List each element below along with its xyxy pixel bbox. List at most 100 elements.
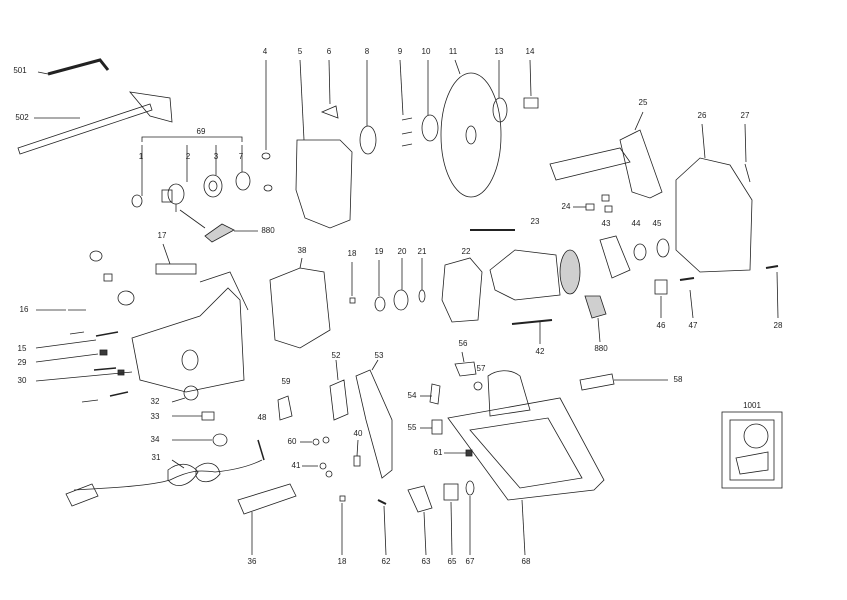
screws-4 [261, 60, 273, 192]
part-label-69: 69 [196, 127, 206, 136]
part-label-44: 44 [631, 219, 641, 228]
part-label-16: 16 [19, 305, 29, 314]
part-label-43: 43 [601, 219, 611, 228]
screw-62 [377, 499, 387, 505]
part-label-58: 58 [673, 375, 683, 384]
washer-10 [421, 114, 439, 142]
screw-47 [679, 277, 695, 281]
part-label-48: 48 [257, 413, 267, 422]
part-label-26: 26 [697, 111, 707, 120]
part-label-60: 60 [287, 437, 297, 446]
part-label-46: 46 [656, 321, 666, 330]
wire-48 [257, 439, 265, 461]
knob-63 [407, 485, 433, 513]
part-label-55: 55 [407, 423, 417, 432]
part-59 [277, 395, 293, 421]
part-label-63: 63 [421, 557, 431, 566]
part-label-52: 52 [331, 351, 341, 360]
flange-13 [492, 97, 508, 123]
small-parts-18-21 [349, 258, 426, 312]
part-label-41: 41 [291, 461, 301, 470]
part-label-27: 27 [740, 111, 750, 120]
motor-housing-26 [675, 157, 753, 273]
part-label-11: 11 [448, 47, 458, 56]
group-bracket-69 [141, 136, 243, 142]
grease-tube-880b [584, 295, 607, 319]
pin-27 [744, 163, 751, 183]
bearing-44 [633, 243, 647, 261]
power-cable-31 [65, 459, 263, 507]
part-40 [353, 455, 361, 467]
screws-60-41 [300, 436, 333, 478]
part-label-25: 25 [638, 98, 648, 107]
grease-tube-880a [204, 223, 235, 243]
part-label-53: 53 [374, 351, 384, 360]
part-label-65: 65 [447, 557, 457, 566]
parallel-guide-502 [17, 91, 173, 155]
blade-bolt-14 [523, 97, 539, 109]
part-label-14: 14 [525, 47, 535, 56]
aux-handle-25 [549, 111, 663, 199]
screws-9 [399, 59, 413, 147]
part-label-33: 33 [150, 412, 160, 421]
part-label-36: 36 [247, 557, 257, 566]
part-label-6: 6 [326, 47, 332, 56]
sleeve-65 [443, 483, 459, 501]
part-label-45: 45 [652, 219, 662, 228]
part-label-47: 47 [688, 321, 698, 330]
part-label-1: 1 [138, 152, 144, 161]
part-label-30: 30 [17, 376, 27, 385]
screws-24 [573, 194, 613, 213]
washer-67 [465, 480, 475, 496]
part-label-24: 24 [561, 202, 571, 211]
handle-half-53 [355, 369, 393, 479]
part-label-501: 501 [13, 66, 27, 75]
switch-52 [329, 379, 349, 421]
handle-grip-36 [237, 483, 297, 515]
saw-blade-11 [440, 72, 502, 198]
spindle-parts [131, 145, 251, 212]
part-label-67: 67 [465, 557, 475, 566]
part-label-880a: 880 [261, 226, 275, 235]
parts-32-34 [171, 385, 228, 447]
part-label-3: 3 [213, 152, 219, 161]
part-label-57: 57 [476, 364, 486, 373]
part-label-9: 9 [397, 47, 403, 56]
part-label-7: 7 [238, 152, 244, 161]
motor-housing-30 [131, 287, 245, 393]
part-label-20: 20 [397, 247, 407, 256]
part-label-23: 23 [530, 217, 540, 226]
part-label-1001: 1001 [743, 401, 761, 410]
part-label-502: 502 [15, 113, 29, 122]
stator-38 [269, 267, 331, 349]
label-plate-17 [155, 263, 197, 275]
rod-58 [579, 373, 615, 391]
part-label-8: 8 [364, 47, 370, 56]
armature-23 [470, 229, 581, 301]
part-label-34: 34 [150, 435, 160, 444]
part-label-15: 15 [17, 344, 27, 353]
part-label-10: 10 [421, 47, 431, 56]
part-label-54: 54 [407, 391, 417, 400]
part-label-28: 28 [773, 321, 783, 330]
screw-61 [465, 449, 473, 457]
inset-frame-1001 [721, 411, 783, 489]
part-label-18b: 18 [337, 557, 347, 566]
part-label-38: 38 [297, 246, 307, 255]
screw-28 [765, 265, 779, 269]
brush-parts-left [35, 250, 135, 403]
upper-guard-5 [295, 139, 353, 229]
sleeve-46 [654, 279, 668, 295]
part-18b [339, 495, 346, 502]
lock-lever-43 [599, 235, 631, 279]
spring-6 [320, 105, 339, 119]
part-label-2: 2 [185, 152, 191, 161]
part-label-56: 56 [458, 339, 468, 348]
part-label-5: 5 [297, 47, 303, 56]
part-label-61: 61 [433, 448, 443, 457]
bearing-45 [656, 238, 670, 258]
base-plate-68 [447, 397, 605, 501]
part-label-13: 13 [494, 47, 504, 56]
part-label-59: 59 [281, 377, 291, 386]
